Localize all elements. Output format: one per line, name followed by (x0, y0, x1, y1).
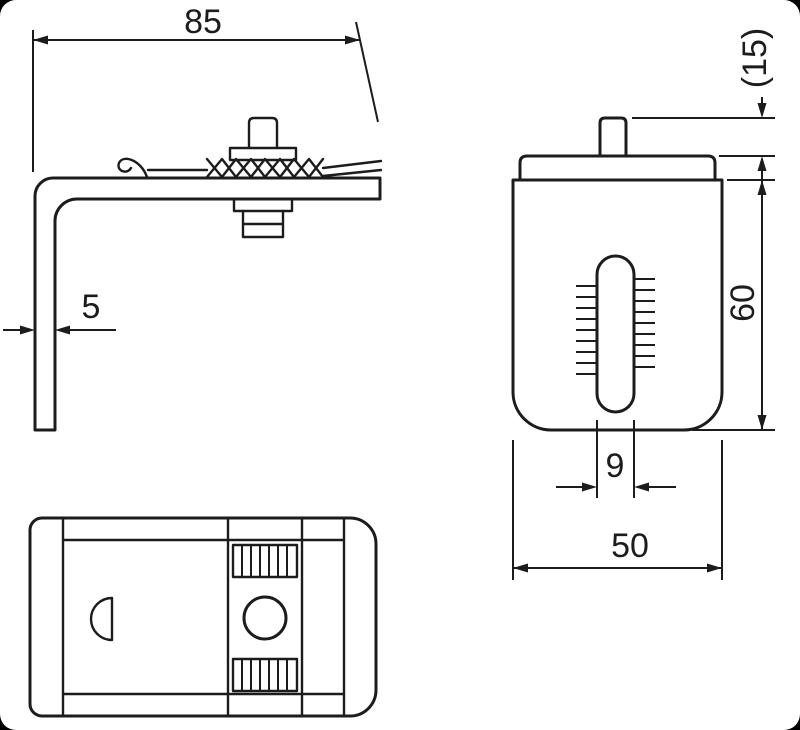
dim-50-arrow-right (707, 563, 722, 573)
dim-15-arrow-down (757, 103, 767, 118)
lock-washer-zigzag-a (205, 157, 325, 179)
dimension-stub-height: (15) (632, 28, 775, 179)
dim-9-arrow-left (582, 482, 597, 492)
dim-50-label: 50 (611, 527, 649, 565)
slot-serration-left (576, 285, 597, 375)
plan-grip-pad-top-hatch (241, 545, 288, 577)
dim-50-arrow-left (513, 563, 528, 573)
bolt-stem (247, 116, 279, 150)
side-view: 85 5 (3, 3, 383, 432)
dimension-leg-thickness: 5 (3, 288, 116, 335)
dim-60-label: 60 (724, 284, 762, 322)
top-view (28, 516, 378, 718)
plan-grip-pad-bottom (231, 657, 299, 693)
dimension-body-height: 60 (692, 179, 775, 431)
front-view: (15) 60 9 50 (511, 28, 775, 580)
front-stub (598, 116, 628, 158)
plan-center-hole (242, 595, 288, 641)
plan-side-semicircle-hole (89, 596, 114, 642)
nut-washer (232, 197, 294, 213)
dim-85-extension-right-oblique (355, 21, 379, 123)
dimension-overall-width: 85 (32, 3, 379, 172)
dimension-slot-width: 9 (556, 420, 676, 498)
dim-60-arrow-bottom (757, 415, 767, 430)
dim-9-arrow-right (634, 482, 649, 492)
front-cap (518, 154, 717, 182)
front-body (511, 178, 724, 432)
clip-hook (117, 157, 149, 179)
dim-85-arrow-right (345, 35, 360, 45)
dim-5-arrow-left (20, 325, 35, 335)
nut-body (241, 209, 285, 239)
dim-9-label: 9 (606, 447, 625, 485)
front-slot (595, 254, 636, 414)
dim-60-arrow-top (757, 180, 767, 195)
washer-trailing-lines (321, 159, 383, 178)
plan-grip-pad-top (231, 543, 299, 579)
dimension-body-width: 50 (512, 440, 723, 580)
dim-85-label: 85 (184, 3, 222, 41)
plan-outline (28, 516, 378, 718)
bolt-washer-plate (228, 146, 298, 162)
dim-5-arrow-right (55, 325, 70, 335)
lock-washer-zigzag-b (205, 157, 325, 179)
dim-15-label: (15) (736, 28, 774, 88)
plan-feature-lines (61, 516, 346, 718)
slot-serration-right (634, 278, 655, 368)
dim-85-arrow-left (33, 35, 48, 45)
dim-15-arrow-up (757, 156, 767, 171)
l-bracket-outline (33, 176, 382, 432)
plan-grip-pad-bottom-hatch (241, 659, 288, 691)
dim-5-label: 5 (82, 288, 101, 326)
